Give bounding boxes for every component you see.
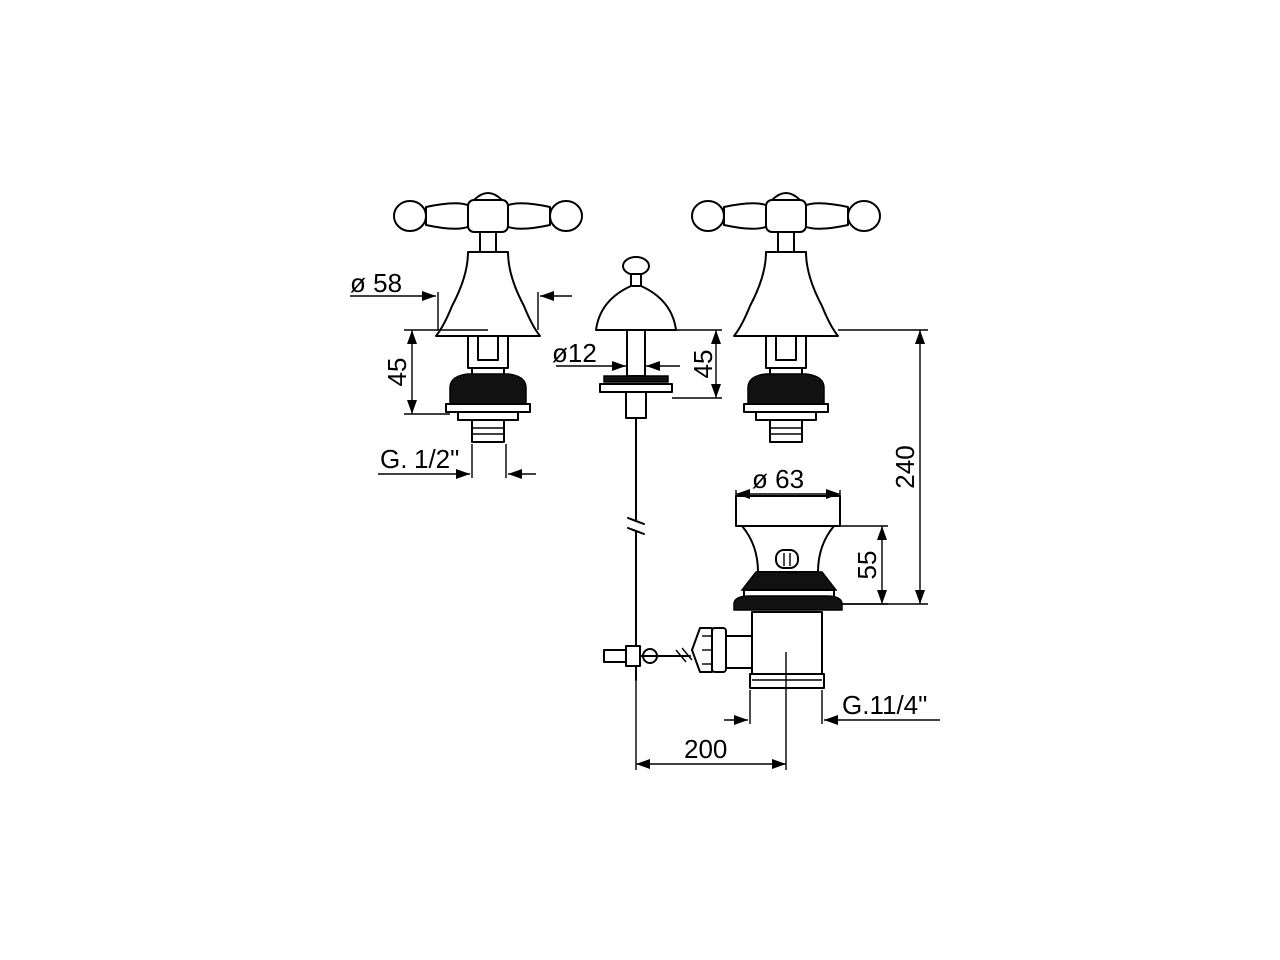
dimension-lines — [350, 291, 940, 770]
dim-waste-thread: G.1 — [842, 690, 884, 720]
dim-rod-diameter: ø12 — [552, 338, 597, 368]
popup-knob — [595, 256, 677, 649]
dim-rod-offset: 200 — [684, 734, 727, 764]
waste-drain — [691, 495, 843, 770]
linkage — [603, 645, 693, 681]
dim-waste-diameter: ø 63 — [752, 464, 804, 494]
right-tap — [691, 192, 881, 443]
dim-valve-thread: G. — [380, 444, 407, 474]
dim-valve-height: 45 — [382, 358, 412, 387]
dim-valve-thread-fraction: 1/2" — [414, 444, 459, 474]
left-tap — [393, 192, 583, 443]
dim-waste-thread-fraction: 1/4" — [882, 690, 927, 720]
dim-handle-diameter: ø 58 — [350, 268, 402, 298]
dim-total-height: 240 — [890, 445, 920, 488]
dim-knob-height: 45 — [688, 350, 718, 379]
dim-waste-height: 55 — [852, 551, 882, 580]
